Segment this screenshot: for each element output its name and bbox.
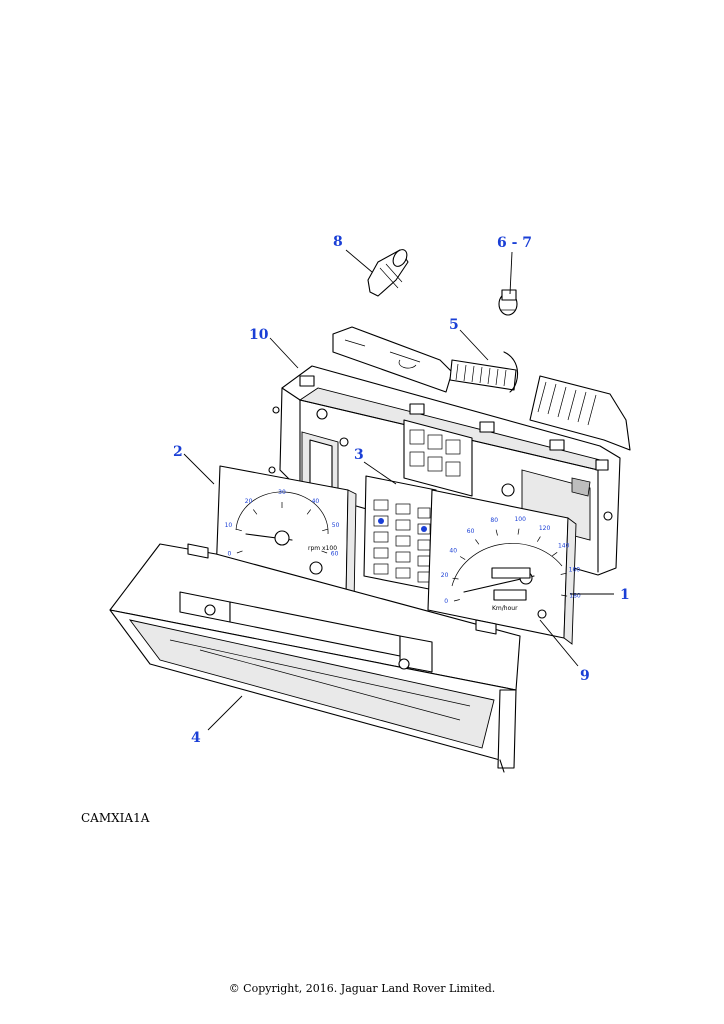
- speedometer-scale-tick: [560, 572, 567, 575]
- speedometer-scale-100: 100: [514, 516, 526, 523]
- speedometer-scale-tick: [459, 556, 466, 560]
- callout-2: 2: [173, 444, 183, 460]
- reference-code: CAMXIA1A: [81, 811, 150, 825]
- callout-9: 9: [580, 668, 590, 684]
- tachometer-scale-30: 30: [278, 489, 286, 496]
- callout-8: 8: [333, 234, 343, 250]
- tachometer-scale-40: 40: [312, 498, 320, 505]
- tachometer-scale-50: 50: [332, 522, 340, 529]
- callout-5: 5: [449, 317, 459, 333]
- speedometer-scale-0: 0: [444, 598, 448, 605]
- speedometer-scale-tick: [495, 529, 498, 536]
- callout-3: 3: [354, 447, 364, 463]
- printed-circuit-part: [449, 351, 631, 451]
- speedometer-scale-tick: [537, 536, 541, 542]
- callout-labels: 8 6 - 7 5 10 2 3 1 9 4: [173, 234, 630, 746]
- speedometer-scale-tick: [552, 552, 558, 557]
- speedometer-scale-40: 40: [449, 547, 457, 554]
- callout-6-7: 6 - 7: [497, 235, 532, 251]
- tachometer-scale-0: 0: [227, 551, 231, 558]
- callout-4: 4: [191, 730, 201, 746]
- bulb-holder-part: [367, 249, 409, 297]
- bulb-part: [498, 289, 518, 316]
- speedometer-scale-tick: [475, 539, 480, 545]
- tachometer-scale-tick: [235, 528, 242, 532]
- speedometer-scale-tick: [517, 528, 520, 535]
- speedometer-scale-60: 60: [467, 528, 475, 535]
- speedometer-scale-180: 180: [569, 593, 581, 600]
- tachometer-scale-tick: [322, 528, 329, 532]
- tachometer-unit: rpm x100: [308, 545, 337, 552]
- front-bezel-part: [109, 543, 521, 773]
- leader-lines: [183, 249, 614, 731]
- speedometer-scale-160: 160: [569, 566, 581, 573]
- copyright-notice: © Copyright, 2016. Jaguar Land Rover Lim…: [228, 982, 496, 995]
- tachometer-scale-tick: [236, 550, 243, 554]
- tachometer-scale-tick: [253, 509, 258, 515]
- speedometer-scale-120: 120: [539, 525, 551, 532]
- callout-10: 10: [249, 327, 269, 343]
- speedometer-unit: Km/hour: [492, 605, 518, 612]
- speedometer-scale-tick: [453, 599, 460, 602]
- speedometer-scale-tick: [452, 577, 459, 580]
- tachometer-scale-10: 10: [225, 522, 233, 529]
- tachometer-scale-20: 20: [245, 498, 253, 505]
- warning-light-panel-part: [363, 475, 437, 591]
- tachometer-scale-tick: [306, 509, 311, 515]
- speedometer-scale-tick: [561, 594, 568, 597]
- speedometer-scale-80: 80: [490, 517, 498, 524]
- speedometer-dial-part: 0 20 40 60 80 100 120 140 160 180 Km/hour: [427, 489, 581, 645]
- speedometer-scale-140: 140: [558, 543, 570, 550]
- tachometer-scale-60: 60: [331, 551, 339, 558]
- tachometer-scale-tick: [321, 550, 328, 554]
- callout-1: 1: [620, 587, 630, 603]
- speedometer-scale-20: 20: [441, 572, 449, 579]
